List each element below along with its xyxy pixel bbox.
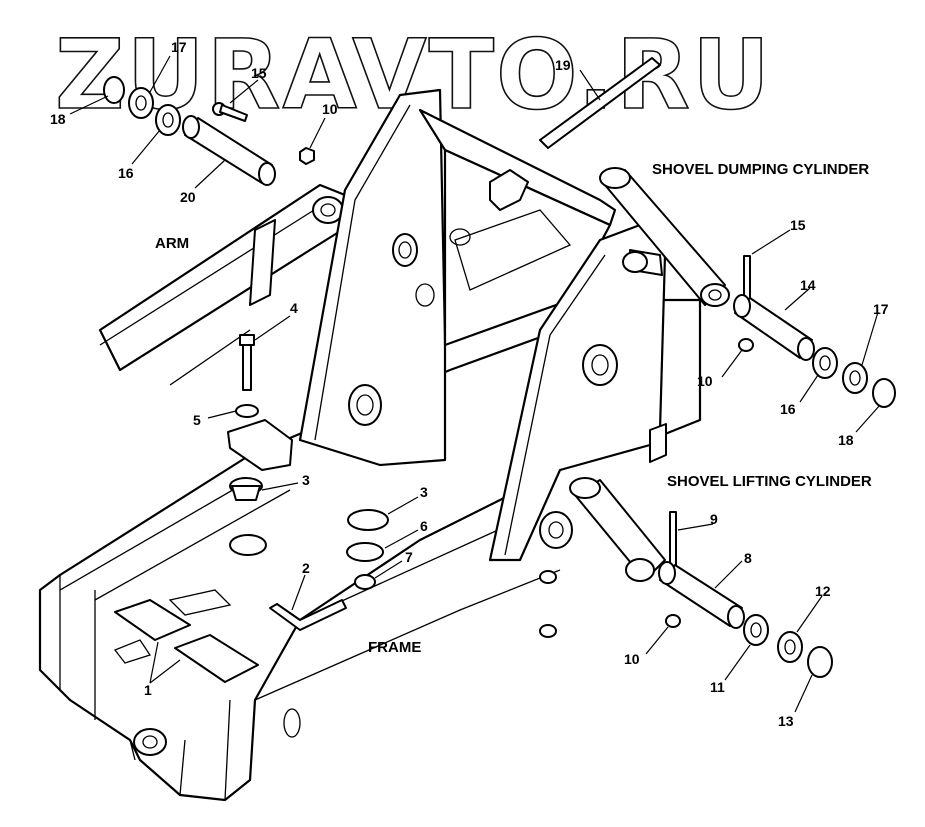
callout-18: 18	[50, 111, 66, 127]
leader-lines	[69, 55, 881, 713]
dumping-cylinder	[599, 167, 730, 307]
label-arm: ARM	[155, 235, 189, 252]
part-15-bolt-left	[212, 102, 248, 122]
callout-12: 12	[815, 583, 831, 599]
callout-10: 10	[697, 373, 713, 389]
callout-13: 13	[778, 713, 794, 729]
callout-17: 17	[873, 301, 889, 317]
pin-group-upper-right	[733, 255, 896, 408]
callout-5: 5	[193, 412, 201, 428]
label-frame: FRAME	[368, 639, 421, 656]
callout-15: 15	[251, 65, 267, 81]
callout-7: 7	[405, 549, 413, 565]
callout-19: 19	[555, 57, 571, 73]
callout-16: 16	[118, 165, 134, 181]
callout-1: 1	[144, 682, 152, 698]
part-1-pads	[114, 599, 259, 683]
callout-3: 3	[420, 484, 428, 500]
callout-10: 10	[322, 101, 338, 117]
part-2-allen-key	[269, 599, 347, 631]
callout-6: 6	[420, 518, 428, 534]
part-19-bar	[539, 57, 661, 149]
callout-9: 9	[710, 511, 718, 527]
callout-2: 2	[302, 560, 310, 576]
right-tower	[488, 223, 667, 562]
lifting-cylinder	[539, 477, 666, 582]
washer-set-left	[103, 76, 181, 136]
callout-17: 17	[171, 39, 187, 55]
callout-4: 4	[290, 300, 298, 316]
callout-10: 10	[624, 651, 640, 667]
callout-20: 20	[180, 189, 196, 205]
pin-group-lower-right	[658, 511, 833, 678]
mount-assembly	[227, 334, 389, 590]
callout-3: 3	[302, 472, 310, 488]
callout-16: 16	[780, 401, 796, 417]
part-10-nut-top	[299, 147, 315, 165]
part-20-pin	[182, 115, 276, 186]
center-tower	[298, 88, 617, 467]
label-lifting-cylinder: SHOVEL LIFTING CYLINDER	[667, 473, 872, 490]
callout-14: 14	[800, 277, 816, 293]
callout-11: 11	[710, 679, 725, 695]
callout-8: 8	[744, 550, 752, 566]
label-dumping-cylinder: SHOVEL DUMPING CYLINDER	[652, 161, 869, 178]
arm-boom	[98, 183, 352, 386]
callout-18: 18	[838, 432, 854, 448]
callout-15: 15	[790, 217, 806, 233]
